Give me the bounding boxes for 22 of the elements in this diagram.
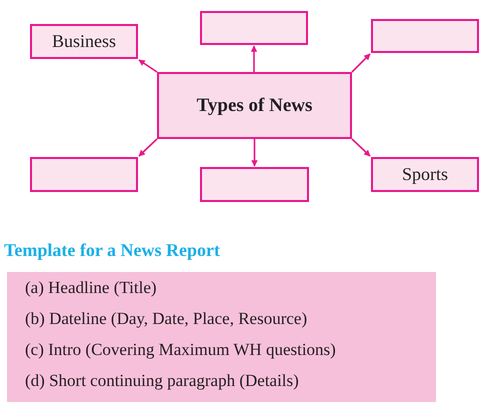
arrow bbox=[251, 139, 258, 167]
central-topic-box bbox=[157, 72, 352, 139]
blank-box bbox=[200, 11, 308, 45]
arrow bbox=[138, 59, 158, 73]
list-item: (d) Short continuing paragraph (Details) bbox=[25, 371, 299, 391]
arrow bbox=[351, 138, 371, 157]
template-panel bbox=[7, 272, 436, 402]
category-box bbox=[30, 24, 138, 59]
arrow bbox=[351, 53, 371, 73]
list-item: (b) Dateline (Day, Date, Place, Resource) bbox=[25, 309, 308, 329]
category-label: Sports bbox=[402, 164, 448, 185]
blank-box bbox=[371, 19, 479, 53]
category-box bbox=[371, 157, 479, 192]
arrow bbox=[138, 138, 158, 157]
list-item: (c) Intro (Covering Maximum WH questions) bbox=[25, 340, 336, 360]
blank-box bbox=[30, 157, 138, 192]
arrow bbox=[250, 45, 258, 72]
blank-box bbox=[200, 167, 309, 202]
category-label: Business bbox=[52, 31, 116, 52]
topic-title: Types of News bbox=[196, 94, 312, 116]
section-heading: Template for a News Report bbox=[4, 240, 220, 261]
list-item: (a) Headline (Title) bbox=[25, 278, 157, 298]
